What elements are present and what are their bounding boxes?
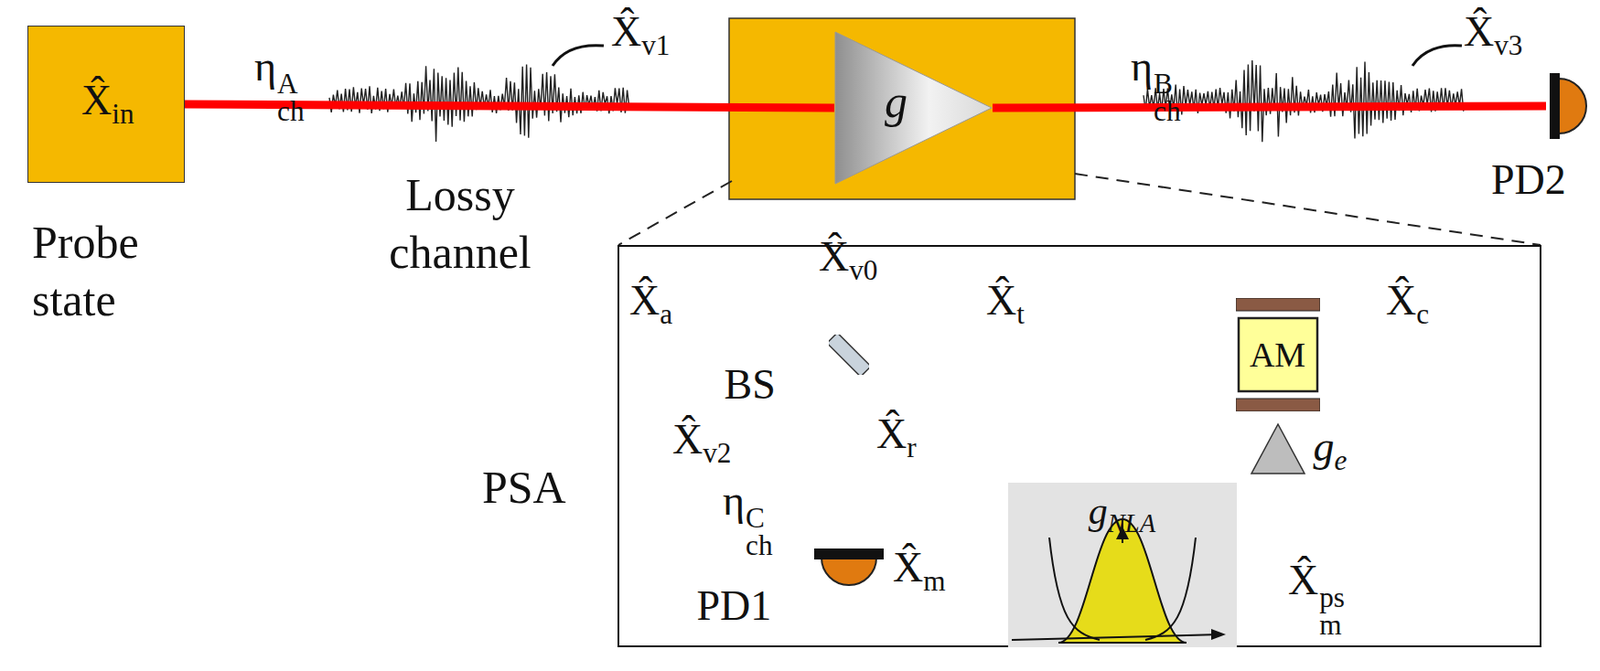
noise-trace [1143, 60, 1464, 142]
signal-label: X̂mps [1288, 559, 1345, 639]
node-label: g [884, 78, 908, 125]
node-shape [814, 548, 884, 613]
nla-box: gNLA [1008, 483, 1237, 648]
signal-label: X̂r [876, 413, 917, 462]
node-label: AM [1249, 337, 1306, 373]
signal-label: X̂a [629, 279, 673, 329]
signal-label: X̂m [892, 547, 946, 596]
amplitude-modulator: AM [1235, 298, 1321, 412]
leader-line [1412, 45, 1462, 66]
probe-state-box: X̂inProbe state [27, 25, 185, 183]
node-label: PSA [482, 464, 567, 511]
part-label: Lossy channel [345, 166, 575, 281]
node-shape [1249, 422, 1307, 476]
signal-label: X̂v2 [672, 418, 732, 468]
signal-label: ηchC [722, 480, 774, 559]
amplifier-triangle: g [834, 31, 993, 185]
node-shape [828, 334, 870, 376]
signal-label: X̂t [986, 279, 1025, 329]
node-shape [1546, 73, 1597, 140]
photodetector: PD2 [1546, 73, 1597, 140]
signal-label: X̂v1 [611, 10, 671, 60]
signal-label: X̂v3 [1463, 10, 1524, 60]
photodetector: PD1 [814, 548, 884, 613]
electronic-amplifier: ge [1249, 422, 1307, 476]
node-label: PD1 [697, 585, 773, 628]
node-label: gNLA [1088, 492, 1156, 538]
signal-label: X̂v0 [818, 236, 879, 285]
optical-beam [992, 106, 1547, 108]
signal-label: ηchB [1130, 45, 1182, 125]
node-label: PD2 [1491, 159, 1567, 202]
zoom-line [618, 181, 732, 246]
node-shape [1008, 483, 1237, 648]
beam-splitter: BS [828, 334, 870, 376]
node-label: Probe state [32, 214, 206, 329]
leader-line [552, 45, 604, 66]
node-label: X̂in [81, 79, 135, 129]
zoom-line [1074, 173, 1541, 246]
signal-label: X̂c [1385, 279, 1429, 329]
node-label: ge [1313, 426, 1348, 475]
node-label: BS [724, 364, 776, 407]
node-shape [834, 31, 993, 185]
signal-label: ηchA [254, 45, 305, 125]
